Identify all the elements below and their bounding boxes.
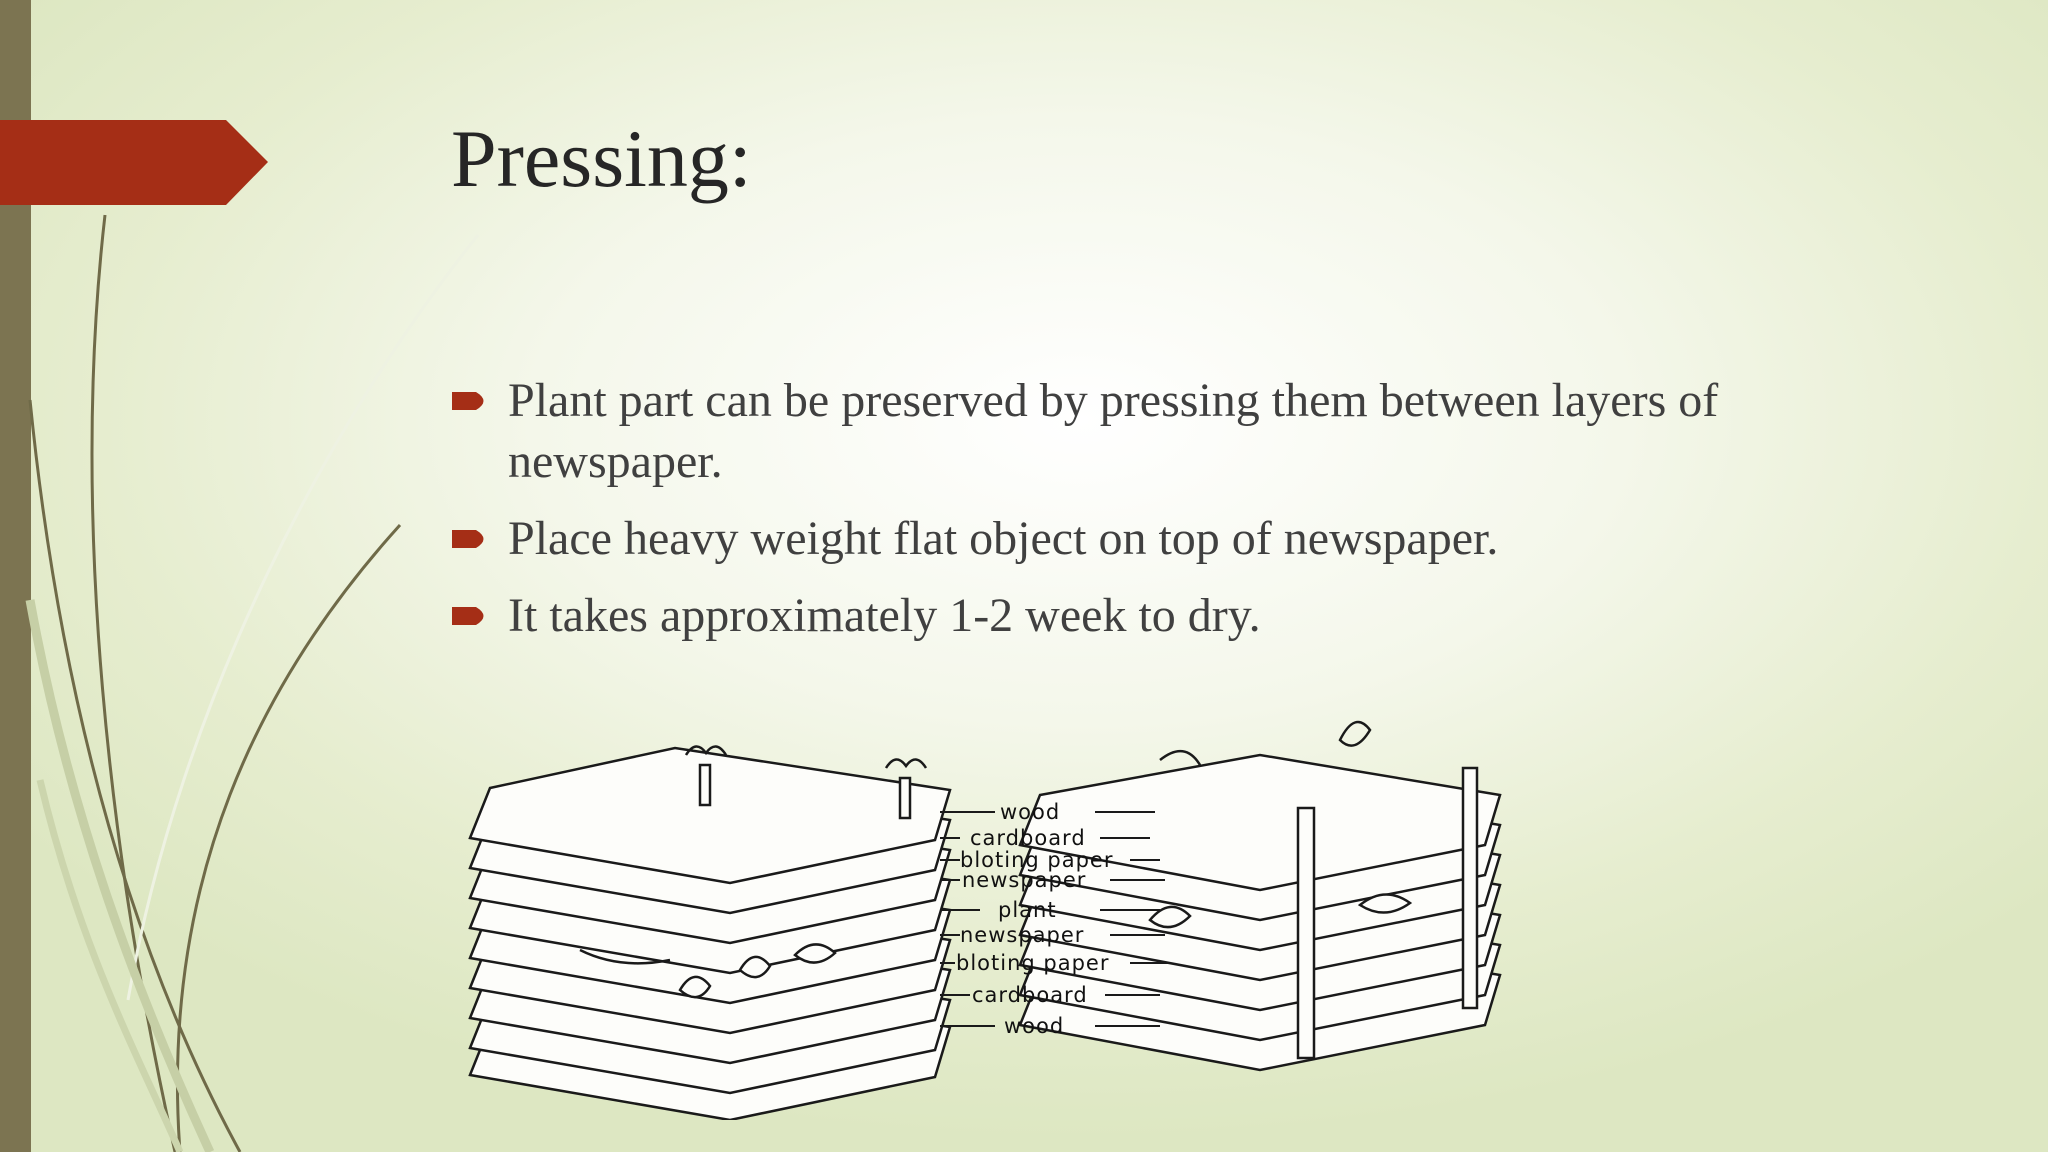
decorative-curves [25, 214, 480, 1152]
bullet-text: It takes approximately 1-2 week to dry. [508, 589, 1261, 642]
bullet-list: Plant part can be preserved by pressing … [452, 370, 1852, 662]
strapped-press-illustration [1018, 720, 1502, 1072]
title-accent-arrow [0, 120, 268, 205]
bullet-item: It takes approximately 1-2 week to dry. [452, 585, 1852, 646]
layer-leader-lines [940, 811, 1170, 1027]
arrow-bullet-icon [452, 392, 484, 410]
layer-label: bloting paper [956, 951, 1109, 975]
layer-label: bloting paper [960, 848, 1113, 872]
bullet-text: Place heavy weight flat object on top of… [508, 512, 1499, 565]
bullet-text: Plant part can be preserved by pressing … [508, 374, 1719, 488]
slide-title: Pressing: [451, 113, 752, 204]
layer-label: cardboard [972, 983, 1088, 1007]
layer-label: newspaper [962, 868, 1086, 892]
plant-press-diagram: wood cardboard bloting paper newspaper p… [468, 720, 1502, 1120]
layer-label: cardboard [970, 826, 1086, 850]
arrow-bullet-icon [452, 530, 484, 548]
arrow-bullet-icon [452, 607, 484, 625]
layer-label: wood [1000, 800, 1060, 824]
layer-labels: wood cardboard bloting paper newspaper p… [956, 800, 1113, 1038]
layer-label: newspaper [960, 923, 1084, 947]
bullet-item: Plant part can be preserved by pressing … [452, 370, 1852, 492]
layer-label: wood [1004, 1014, 1064, 1038]
layer-label: plant [998, 898, 1057, 922]
bullet-item: Place heavy weight flat object on top of… [452, 508, 1852, 569]
open-press-illustration [468, 745, 952, 1120]
